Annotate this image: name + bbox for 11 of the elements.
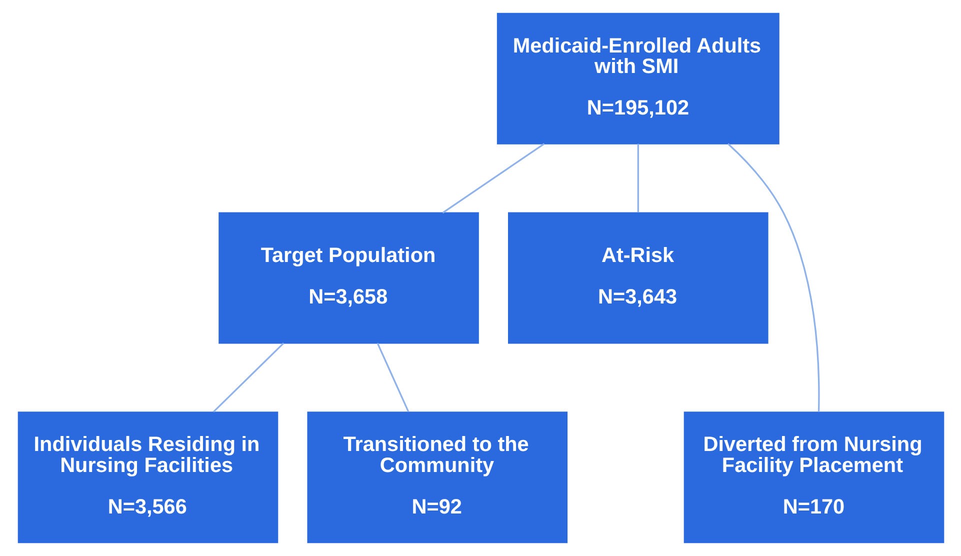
node-box: Target Population N=3,658 [218, 212, 478, 344]
node-box: At-Risk N=3,643 [508, 212, 768, 344]
connector [376, 342, 409, 412]
connector [636, 144, 638, 212]
node-box: Medicaid-Enrolled Adults with SMI N=195,102 [496, 12, 779, 144]
connector [212, 342, 284, 412]
connector [442, 143, 544, 214]
connector [726, 143, 820, 412]
node-box: Individuals Residing in Nursing Facilities N=3,566 [17, 412, 278, 544]
node-box: Diverted from Nursing Facility Placement N=170 [683, 412, 944, 544]
node-box: Transitioned to the Community N=92 [306, 412, 568, 544]
